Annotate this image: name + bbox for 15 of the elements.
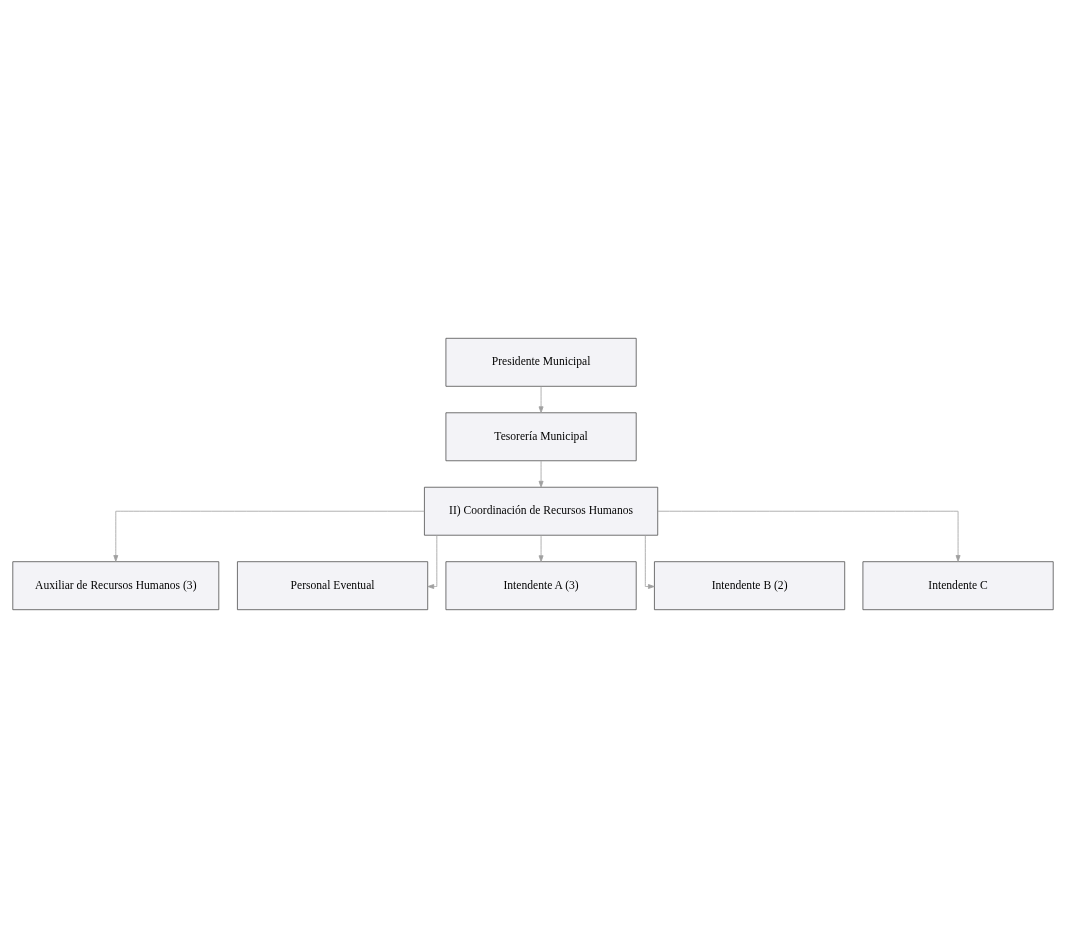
arrow [644,534,655,589]
arrow [538,534,544,562]
node-box: Auxiliar de Recursos Humanos (3) [12,560,220,610]
arrow [538,385,544,413]
node-box: Presidente Municipal [445,337,637,387]
arrow [538,460,544,487]
arrow [657,510,961,562]
node-box: Intendente A (3) [445,560,637,610]
node-box: Personal Eventual [237,560,429,610]
node-box: Intendente C [862,560,1054,610]
node-box: Tesorería Municipal [445,411,637,461]
arrow [113,510,425,562]
node-box: Intendente B (2) [654,560,846,610]
node-box: II) Coordinación de Recursos Humanos [424,486,659,536]
arrow [427,534,438,589]
